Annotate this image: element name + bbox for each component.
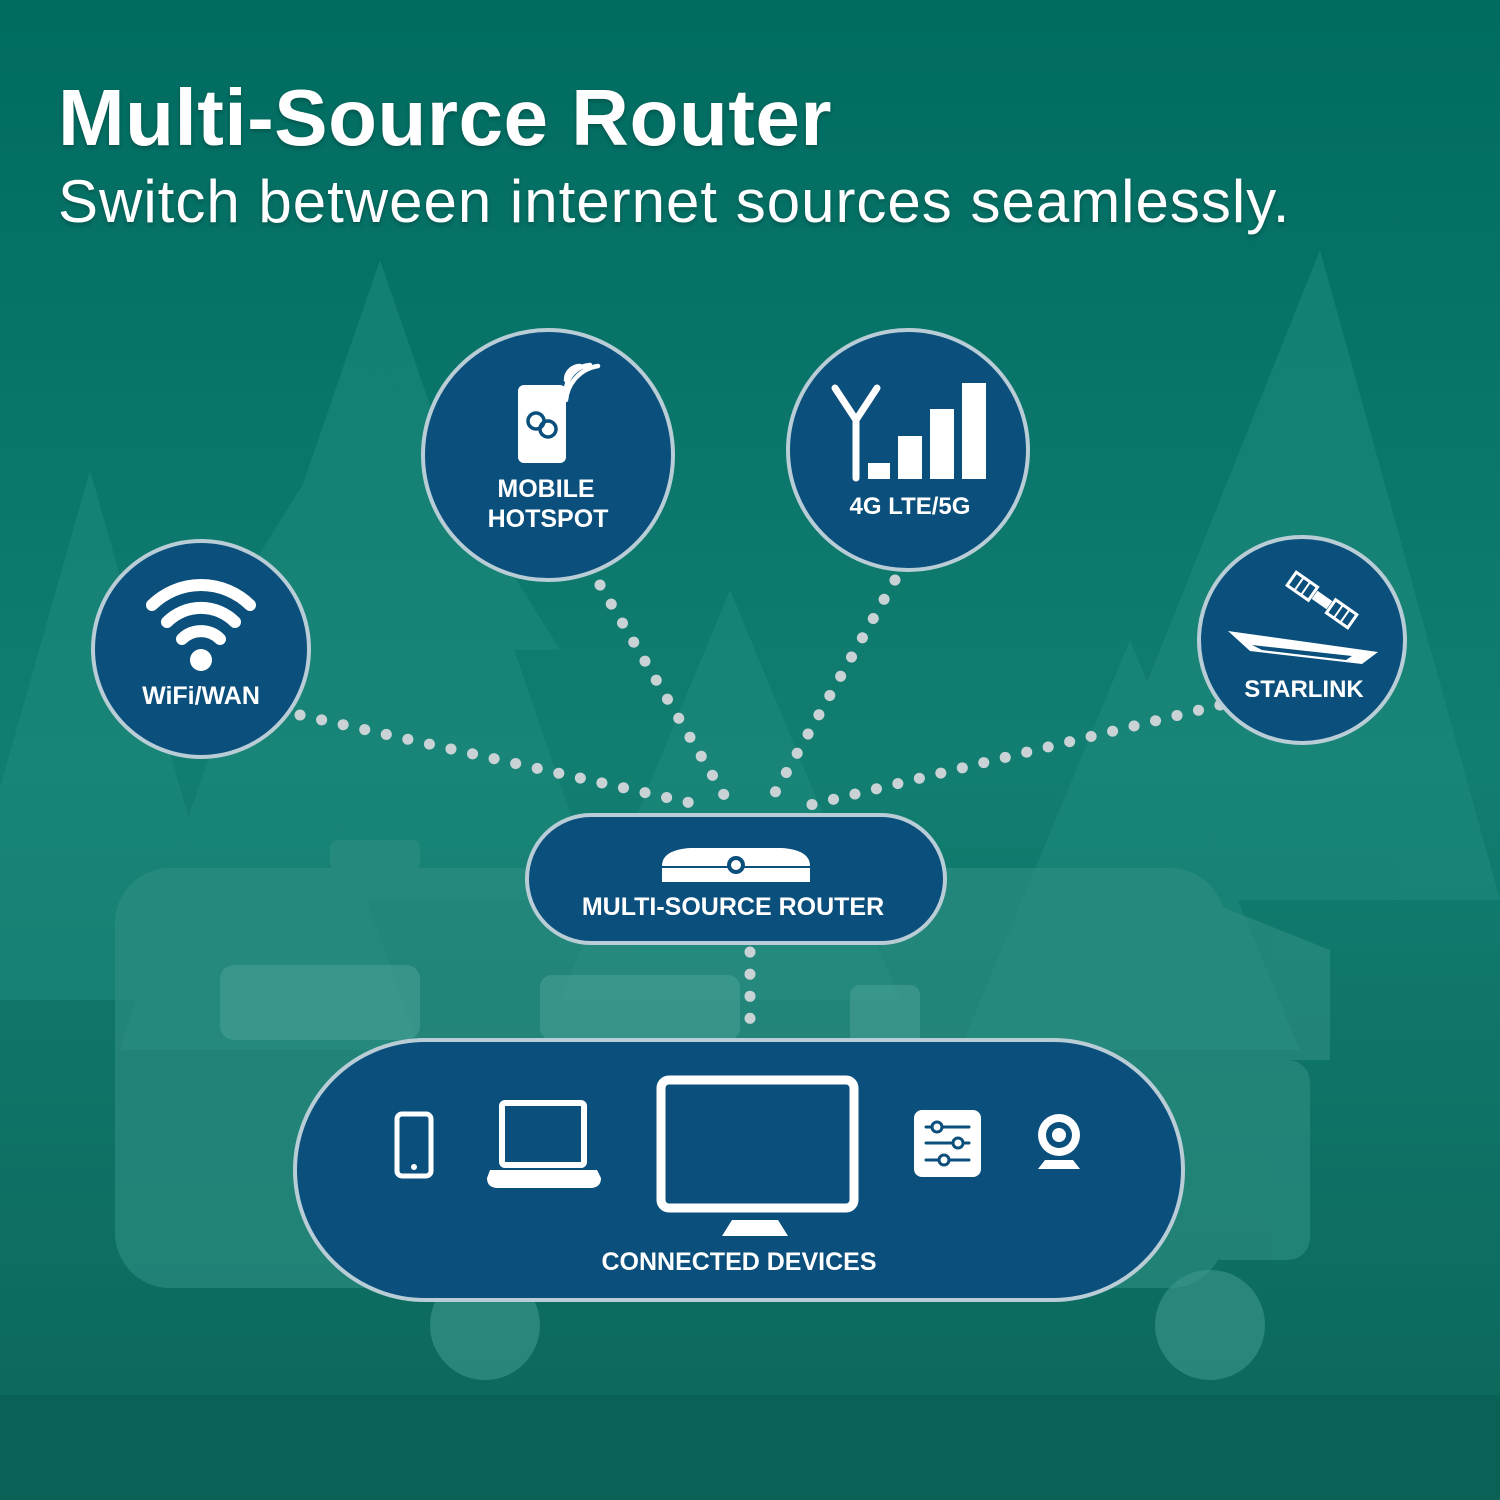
hotspot-label-line2: HOTSPOT <box>488 505 609 533</box>
phone-hotspot-icon <box>518 362 601 463</box>
page-title: Multi-Source Router <box>58 73 832 162</box>
wifi-wan-label: WiFi/WAN <box>142 682 260 710</box>
cellular-label: 4G LTE/5G <box>850 493 971 520</box>
signal-bars-icon <box>868 383 986 479</box>
router-icon <box>662 848 810 882</box>
rv-details <box>220 965 920 1050</box>
starlink-label: STARLINK <box>1244 676 1364 703</box>
connected-devices-label: CONNECTED DEVICES <box>601 1248 876 1276</box>
cellular-node: 4G LTE/5G <box>786 328 1030 572</box>
starlink-node: STARLINK <box>1197 535 1407 745</box>
wifi-icon <box>146 578 256 645</box>
monitor-icon <box>656 1075 859 1236</box>
router-node: MULTI-SOURCE ROUTER <box>525 813 947 945</box>
ground-strip <box>0 1395 1500 1500</box>
webcam-icon <box>1038 1114 1080 1169</box>
connector-hotspot-router <box>594 579 736 811</box>
laptop-icon <box>487 1100 601 1188</box>
connectors <box>294 574 1226 1038</box>
satellite-icon <box>1285 570 1359 630</box>
connected-devices-node: CONNECTED DEVICES <box>293 1038 1185 1302</box>
connector-starlink-router <box>804 699 1226 811</box>
phone-icon <box>394 1111 434 1179</box>
satellite-dish-icon <box>1228 631 1378 664</box>
router-label: MULTI-SOURCE ROUTER <box>582 893 884 921</box>
connector-wifi-router <box>294 709 706 811</box>
connector-cellular-router <box>762 574 901 811</box>
mobile-hotspot-node: MOBILE HOTSPOT <box>421 328 675 582</box>
wifi-wan-node: WiFi/WAN <box>91 539 311 759</box>
cell-tower-icon <box>831 384 881 482</box>
hotspot-label-line1: MOBILE <box>497 475 594 503</box>
control-panel-icon <box>914 1110 981 1177</box>
page-subtitle: Switch between internet sources seamless… <box>58 168 1291 235</box>
wifi-icon-dot <box>190 649 212 671</box>
